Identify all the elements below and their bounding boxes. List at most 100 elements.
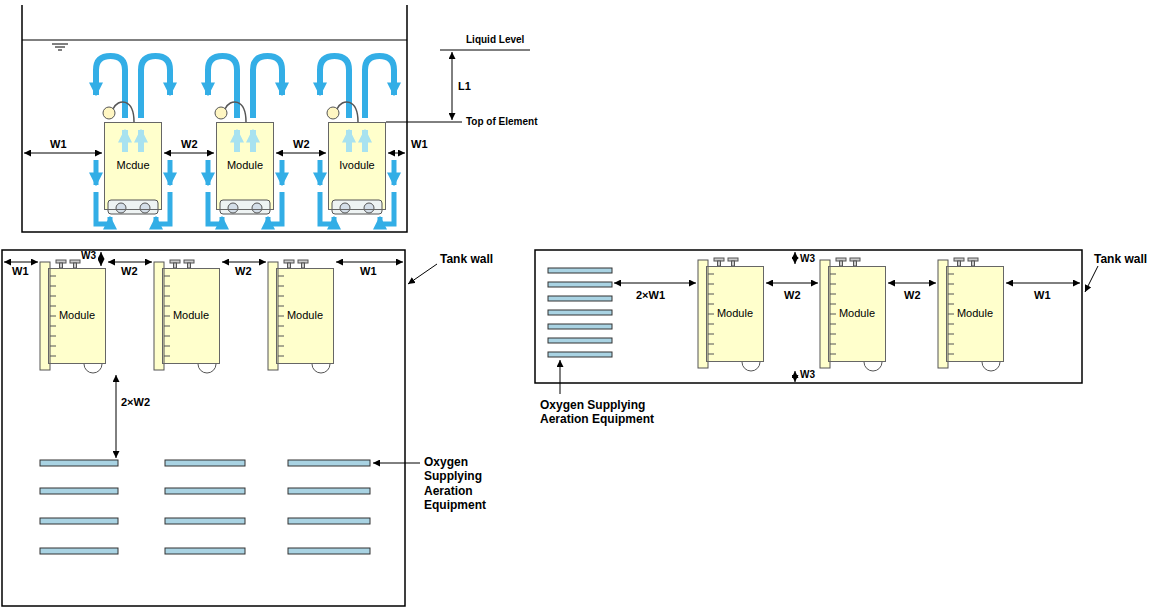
membrane-module: Module: [48, 268, 106, 364]
dimension-label: W1: [1034, 289, 1051, 302]
label-anchor: 2×W2: [121, 396, 150, 409]
dimension-label: W1: [50, 138, 67, 151]
dimension-label: W2: [293, 138, 310, 151]
module-illustration: [154, 260, 220, 373]
dimension-label: W2: [235, 265, 252, 278]
callout-label: Oxygen Supplying Aeration Equipment: [540, 398, 690, 427]
membrane-module: Module: [706, 266, 764, 362]
dimension-label: W3: [800, 369, 815, 381]
level-label: Top of Element: [466, 116, 537, 128]
label-anchor: W1: [1034, 289, 1051, 302]
label-anchor: Oxygen Supplying Aeration Equipment: [424, 455, 502, 513]
label-anchor: Tank wall: [440, 252, 493, 266]
module-label: Module: [173, 309, 209, 322]
dimension-arrow: [116, 375, 117, 458]
module-label: Module: [227, 159, 263, 172]
callout-label: Tank wall: [1094, 252, 1147, 266]
label-anchor: W2: [904, 289, 921, 302]
dimension-label: 2×W1: [636, 289, 665, 302]
module-illustration: [820, 258, 886, 371]
dimension-label: W3: [81, 250, 96, 262]
label-anchor: W2: [293, 138, 310, 151]
dimension-arrow: [614, 283, 696, 284]
dimension-arrow: [388, 153, 405, 154]
tank-outline: [2, 250, 405, 606]
module-label: Module: [59, 309, 95, 322]
dimension-label: W2: [181, 138, 198, 151]
label-anchor: Top of Element: [466, 116, 537, 128]
module-illustration: [938, 258, 1004, 371]
level-line: [386, 122, 462, 123]
membrane-module: Mcdue: [104, 122, 162, 210]
level-line: [440, 50, 530, 51]
callout-label: Tank wall: [440, 252, 493, 266]
aeration-bars: [40, 460, 370, 554]
label-anchor: W1: [360, 265, 377, 278]
label-anchor: W3: [800, 369, 815, 381]
leader-line: [408, 264, 437, 284]
label-anchor: W1: [12, 265, 29, 278]
membrane-module: Module: [828, 266, 886, 362]
label-anchor: W1: [50, 138, 67, 151]
leader-line: [1085, 266, 1098, 292]
membrane-module: Module: [162, 268, 220, 364]
label-anchor: W3: [800, 253, 815, 265]
label-anchor: W1: [411, 138, 428, 151]
dimension-label: W1: [12, 265, 29, 278]
module-illustration: [698, 258, 764, 371]
dimension-arrow: [276, 153, 326, 154]
dimension-arrow: [1006, 283, 1080, 284]
dimension-label: W2: [784, 289, 801, 302]
module-label: Module: [839, 307, 875, 320]
label-anchor: W3: [81, 250, 96, 262]
label-anchor: Oxygen Supplying Aeration Equipment: [540, 398, 690, 427]
label-anchor: L1: [458, 80, 471, 93]
dimension-arrow: [336, 262, 403, 263]
label-anchor: 2×W1: [636, 289, 665, 302]
label-anchor: W2: [181, 138, 198, 151]
membrane-module: Module: [946, 266, 1004, 362]
dimension-label: W3: [800, 253, 815, 265]
module-label: Module: [957, 307, 993, 320]
water-symbol: [52, 44, 68, 50]
dimension-arrow: [164, 153, 214, 154]
module-label: Module: [717, 307, 753, 320]
dimension-arrow: [222, 262, 266, 263]
tank-outline: [535, 250, 1082, 383]
label-anchor: Tank wall: [1094, 252, 1147, 266]
dimension-arrow: [101, 252, 102, 266]
membrane-module: Module: [216, 122, 274, 210]
module-illustration: [96, 56, 170, 224]
module-label: Ivodule: [339, 159, 374, 172]
module-illustration: [40, 260, 106, 373]
label-anchor: W2: [784, 289, 801, 302]
module-illustration: [268, 260, 334, 373]
level-label: Liquid Level: [466, 34, 524, 46]
dimension-arrow: [888, 283, 936, 284]
module-illustration: [320, 56, 394, 224]
module-label: Module: [287, 309, 323, 322]
dimension-arrow: [24, 153, 102, 154]
dimension-label: W1: [411, 138, 428, 151]
dimension-label: W1: [360, 265, 377, 278]
callout-label: Oxygen Supplying Aeration Equipment: [424, 455, 502, 513]
tank-outline: [22, 5, 407, 232]
membrane-module: Ivodule: [328, 122, 386, 210]
label-anchor: Liquid Level: [466, 34, 524, 46]
dimension-arrow: [452, 52, 453, 120]
liquid-line: [22, 40, 407, 41]
dimension-arrow: [766, 283, 818, 284]
leader-line: [560, 360, 561, 394]
module-label: Mcdue: [116, 159, 149, 172]
dimension-label: L1: [458, 80, 471, 93]
dimension-arrow: [795, 252, 796, 264]
label-anchor: W2: [121, 265, 138, 278]
aeration-bars: [548, 268, 612, 357]
label-anchor: W2: [235, 265, 252, 278]
dimension-label: 2×W2: [121, 396, 150, 409]
dimension-arrow: [108, 262, 152, 263]
dimension-label: W2: [121, 265, 138, 278]
